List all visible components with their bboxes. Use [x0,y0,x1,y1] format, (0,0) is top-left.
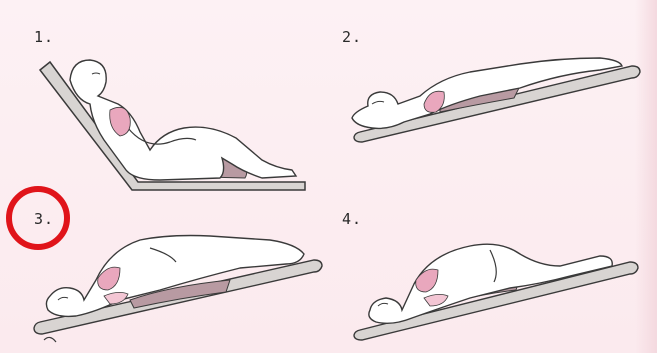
illustration-page: 1. 2. 3. [0,0,657,353]
panel-4-figure [0,0,657,353]
